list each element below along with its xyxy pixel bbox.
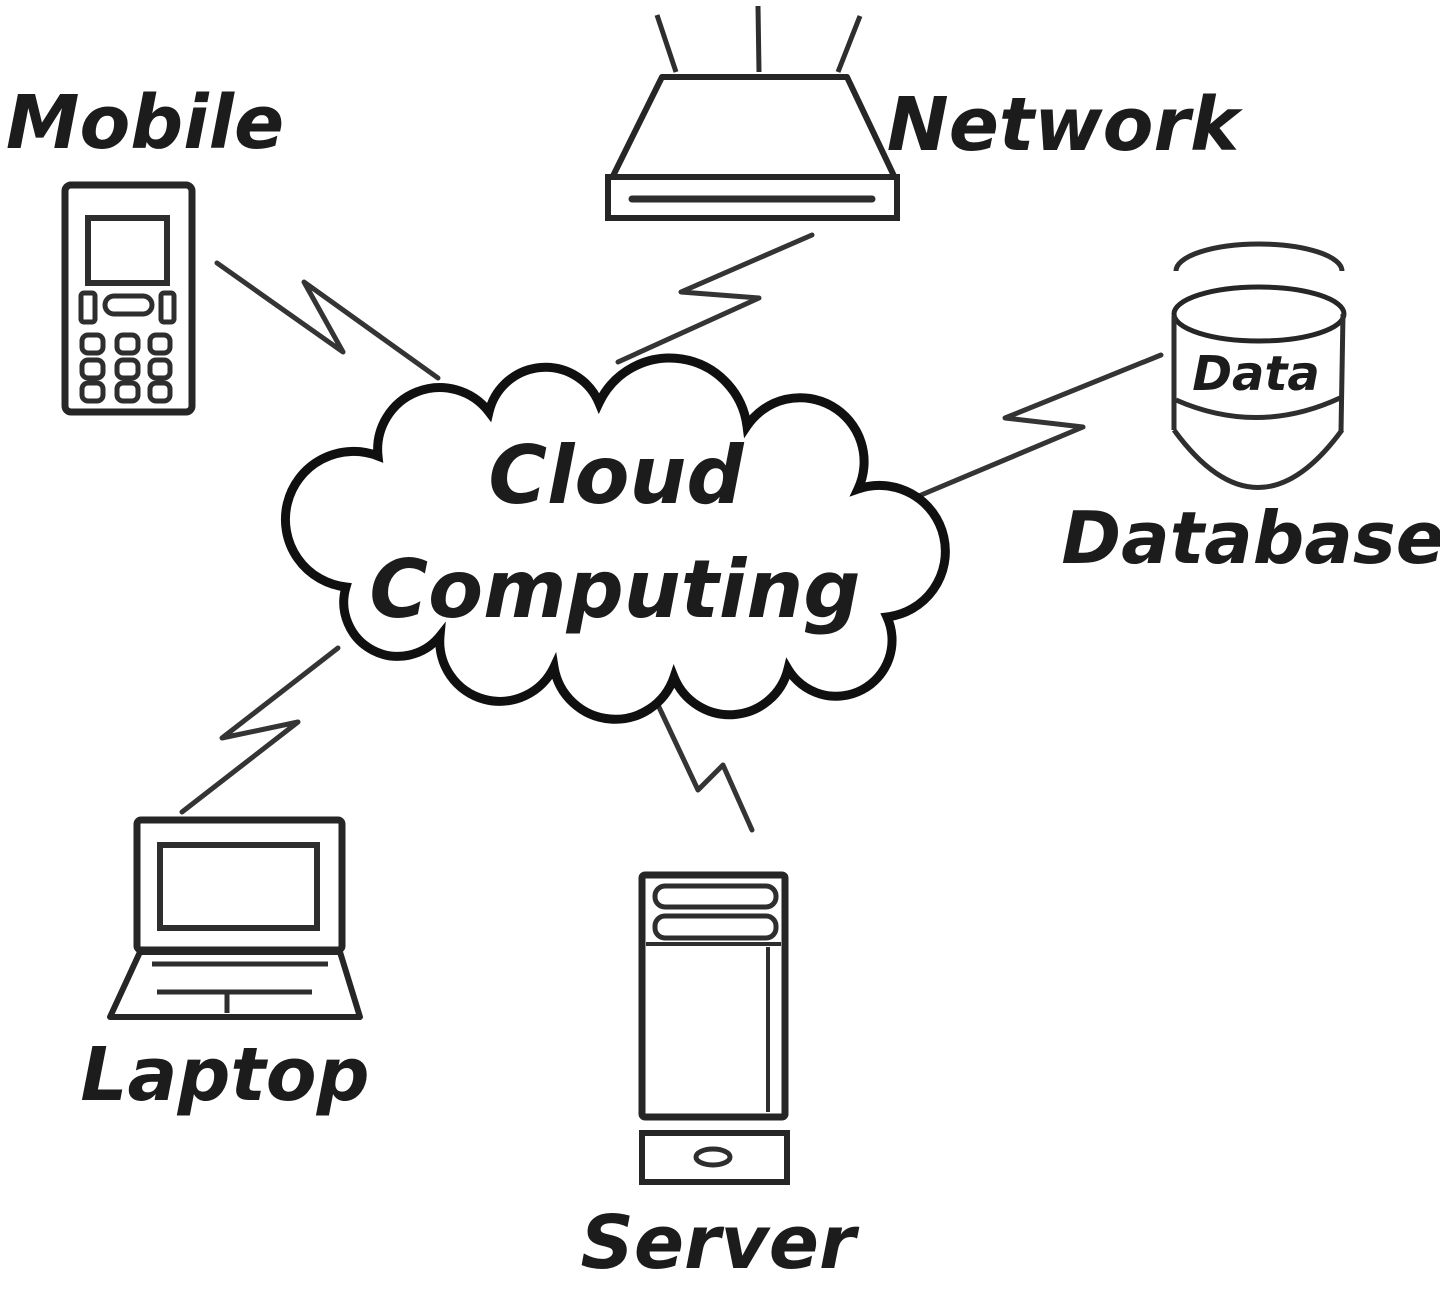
link-mobile-cloud	[214, 260, 441, 381]
database-node: Data Database	[1061, 241, 1440, 580]
cloud-label-line1: Cloud	[488, 429, 744, 522]
phone-key	[114, 332, 141, 356]
phone-right-button	[158, 290, 177, 325]
database-cylinder-icon: Data	[1171, 241, 1347, 490]
phone-key	[114, 380, 141, 404]
database-label: Database	[1061, 496, 1440, 580]
server-base	[639, 1130, 790, 1185]
link-network-cloud	[615, 232, 815, 365]
phone-nav-button	[102, 293, 155, 317]
server-tower	[638, 871, 789, 1121]
cloud-node: Cloud Computing	[280, 353, 950, 724]
mobile-node: Mobile	[6, 80, 284, 416]
laptop-icon	[107, 816, 363, 1020]
mobile-label: Mobile	[6, 80, 284, 166]
phone-key	[147, 380, 173, 404]
server-node: Server	[581, 871, 860, 1286]
router-antenna-left	[654, 14, 679, 73]
network-node: Network	[605, 5, 1243, 221]
cylinder-bottom-curve	[1171, 428, 1345, 490]
router-icon	[605, 5, 900, 221]
router-antenna-right	[835, 15, 863, 73]
cloud-shape	[280, 353, 950, 724]
mobile-phone-icon	[61, 181, 196, 416]
database-data-label: Data	[1192, 346, 1320, 402]
link-database-cloud	[911, 352, 1164, 501]
phone-key	[114, 357, 141, 381]
phone-key	[79, 380, 106, 404]
phone-key	[79, 332, 106, 356]
phone-left-button	[78, 290, 98, 325]
router-top	[609, 74, 898, 181]
laptop-screen-inner	[157, 842, 320, 931]
phone-screen	[85, 215, 170, 286]
server-label: Server	[581, 1200, 860, 1286]
router-antenna-middle	[755, 5, 762, 73]
server-slot1	[652, 883, 779, 910]
network-label: Network	[887, 82, 1243, 168]
server-tower-icon	[638, 871, 790, 1185]
phone-key	[147, 332, 173, 356]
phone-key	[147, 357, 173, 381]
cylinder-right-wall	[1338, 313, 1346, 433]
cylinder-lid	[1171, 284, 1347, 344]
server-slot2	[652, 913, 779, 941]
link-laptop-cloud	[179, 645, 341, 815]
links	[179, 232, 1164, 833]
laptop-node: Laptop	[80, 816, 370, 1118]
laptop-keyboard-base	[107, 949, 363, 1020]
link-server-cloud	[655, 702, 755, 833]
phone-key	[79, 357, 106, 381]
server-base-button	[693, 1146, 733, 1168]
cylinder-middle-curve	[1174, 395, 1342, 420]
cylinder-top-arc	[1173, 241, 1345, 272]
laptop-label: Laptop	[80, 1032, 369, 1118]
phone-keypad	[79, 332, 173, 404]
cloud-label-line2: Computing	[369, 543, 860, 636]
